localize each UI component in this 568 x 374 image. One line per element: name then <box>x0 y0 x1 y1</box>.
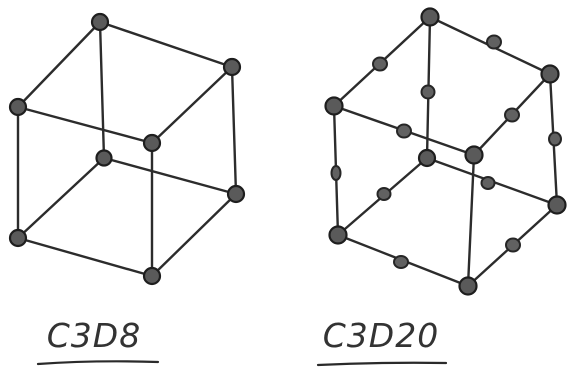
c3d20-underline <box>316 361 448 367</box>
c3d8-edges <box>16 20 238 278</box>
midside-node <box>376 187 392 201</box>
midside-node <box>396 123 412 139</box>
corner-node <box>222 57 242 77</box>
edge <box>16 236 154 278</box>
midside-node <box>486 34 502 50</box>
c3d20-caption: C3D20 <box>316 316 448 367</box>
corner-node <box>226 184 246 204</box>
c3d20-label: C3D20 <box>323 316 439 355</box>
c3d8-nodes <box>8 12 246 286</box>
corner-node <box>90 12 110 32</box>
midside-node <box>480 176 496 190</box>
midside-node <box>504 107 520 123</box>
corner-node <box>8 97 28 117</box>
c3d20-element <box>324 7 567 296</box>
midside-node <box>393 255 409 269</box>
midside-node <box>372 56 388 72</box>
corner-node <box>417 148 437 168</box>
corner-node <box>142 133 162 153</box>
edge <box>466 153 476 288</box>
c3d8-element <box>8 12 246 286</box>
edge <box>150 65 234 145</box>
corner-node <box>464 145 484 165</box>
corner-node <box>420 7 440 27</box>
c3d20-edges <box>332 15 559 288</box>
corner-node <box>540 64 560 84</box>
c3d8-label: C3D8 <box>47 316 141 355</box>
edge <box>16 156 106 240</box>
corner-node <box>547 195 567 215</box>
corner-node <box>458 276 478 296</box>
midside-node <box>505 237 521 253</box>
corner-node <box>95 149 113 167</box>
corner-node <box>324 96 344 116</box>
corner-node <box>142 266 162 286</box>
edge <box>16 20 102 109</box>
c3d20-midside-nodes <box>330 34 562 269</box>
c3d8-underline <box>36 360 160 366</box>
c3d8-caption: C3D8 <box>36 316 160 366</box>
edge <box>98 20 234 69</box>
midside-node <box>330 165 342 181</box>
midside-node <box>420 84 436 100</box>
midside-node <box>548 131 562 147</box>
edge <box>230 65 238 196</box>
corner-node <box>8 228 28 248</box>
c3d20-corner-nodes <box>324 7 567 296</box>
edge <box>102 156 238 196</box>
edge <box>98 20 106 160</box>
edge <box>150 192 238 278</box>
corner-node <box>328 225 348 245</box>
edge <box>16 105 154 145</box>
